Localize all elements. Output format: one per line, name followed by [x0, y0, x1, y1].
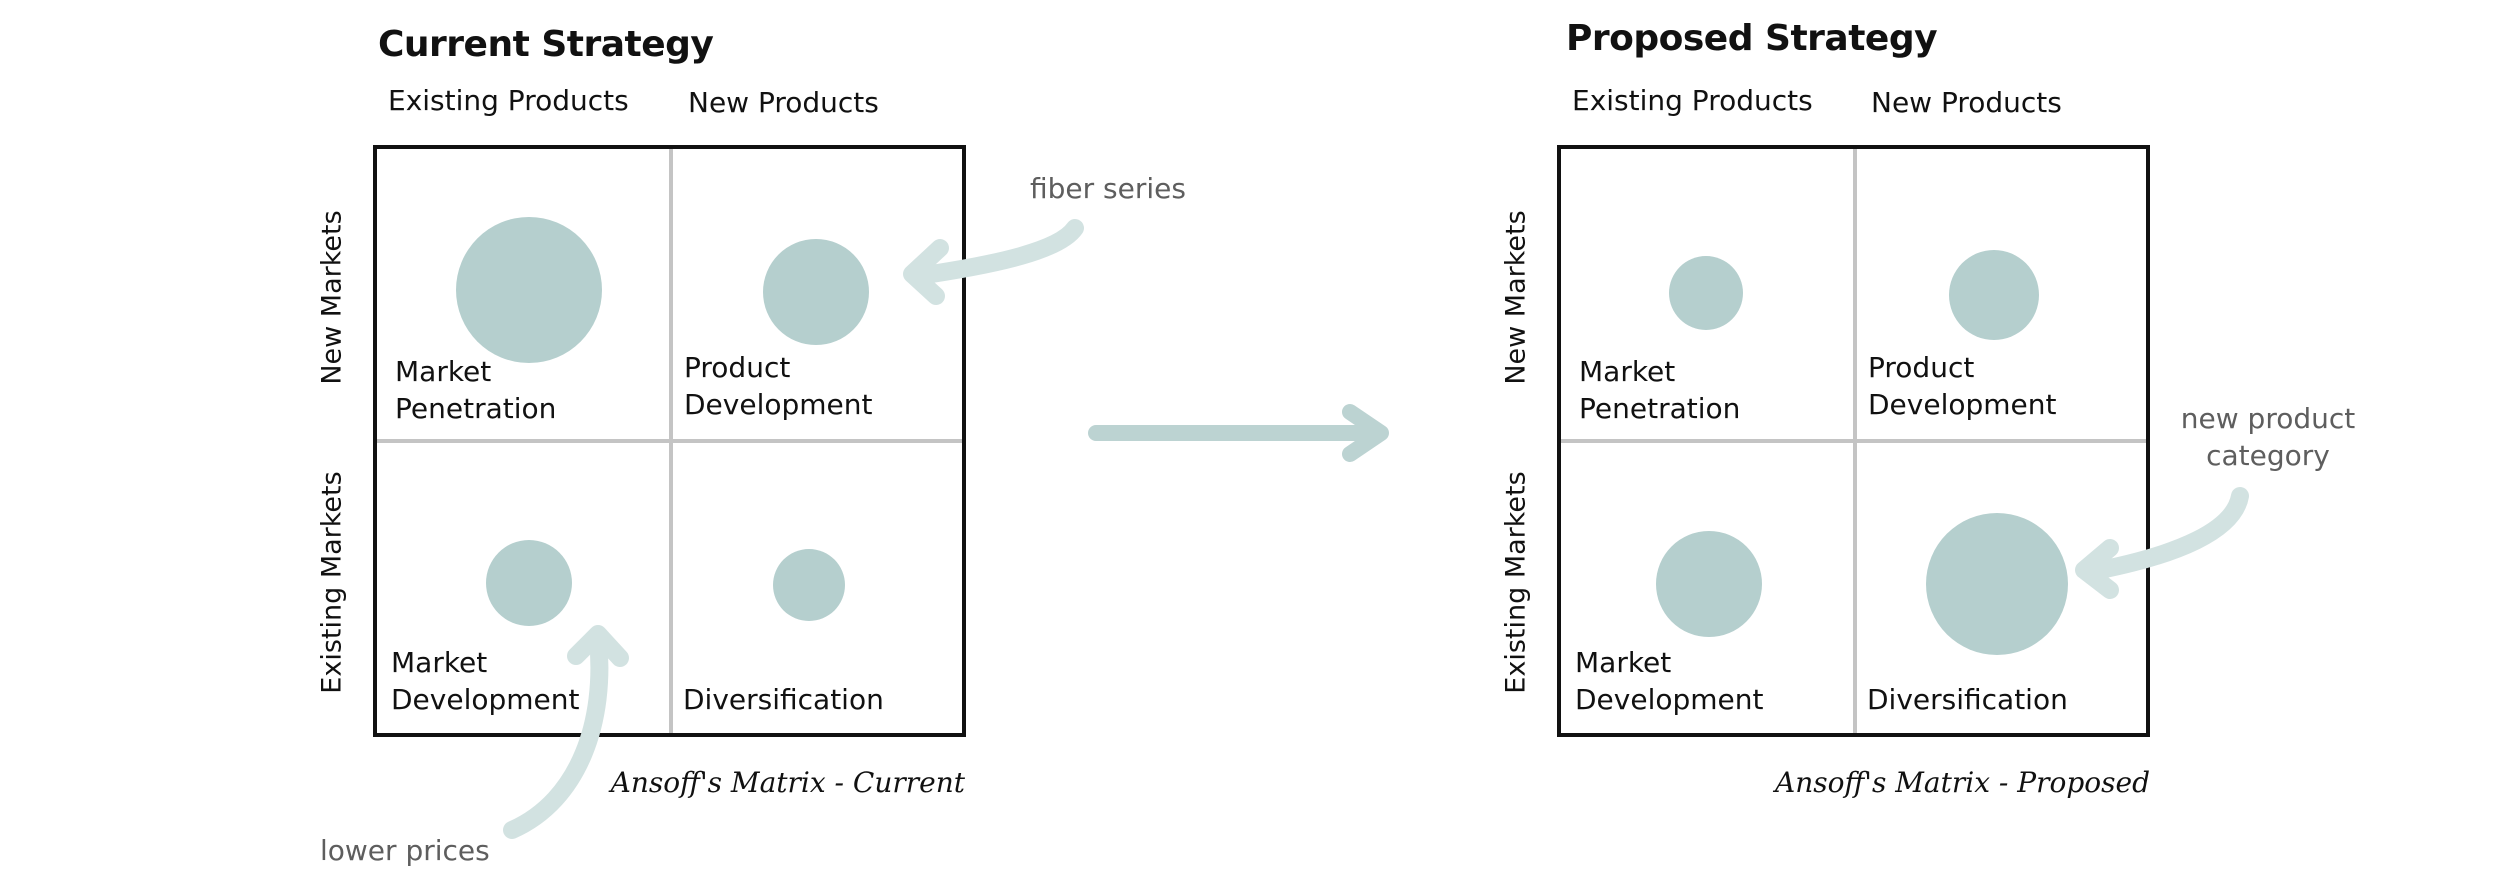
fiber-series-arrow-icon — [903, 219, 1084, 305]
current-diversification-label: Diversification — [683, 683, 884, 716]
current-col-existing-products: Existing Products — [388, 84, 629, 117]
fiber-series-annotation: fiber series — [1030, 172, 1186, 205]
current-product-development-bubble — [763, 239, 869, 345]
proposed-matrix-horizontal-divider — [1561, 439, 2146, 443]
new-category-arrow-icon — [2075, 487, 2249, 599]
proposed-strategy-title: Proposed Strategy — [1566, 18, 1938, 59]
current-matrix-horizontal-divider — [377, 439, 962, 443]
proposed-product-development-label: Product Development — [1868, 351, 2057, 421]
current-market-penetration-bubble — [456, 217, 602, 363]
current-market-development-bubble — [486, 540, 572, 626]
current-col-new-products: New Products — [688, 86, 879, 119]
lower-prices-arrow-icon — [503, 625, 629, 839]
proposed-market-development-label: Market Development — [1575, 646, 1764, 716]
proposed-market-penetration-label: Market Penetration — [1579, 355, 1741, 425]
proposed-col-new-products: New Products — [1871, 86, 2062, 119]
current-market-development-label: Market Development — [391, 646, 580, 716]
current-diversification-bubble — [773, 549, 845, 621]
proposed-matrix-caption: Ansoff's Matrix - Proposed — [1774, 766, 2150, 799]
current-market-penetration-label: Market Penetration — [395, 355, 557, 425]
proposed-product-development-bubble — [1949, 250, 2039, 340]
proposed-market-penetration-bubble — [1669, 256, 1743, 330]
proposed-diversification-bubble — [1926, 513, 2068, 655]
proposed-ansoff-matrix: Market Penetration Product Development M… — [1557, 145, 2150, 737]
current-matrix-caption: Ansoff's Matrix - Current — [610, 766, 965, 799]
current-product-development-label: Product Development — [684, 351, 873, 421]
proposed-diversification-label: Diversification — [1867, 683, 2068, 716]
new-product-category-annotation: new product category — [2180, 402, 2356, 472]
proposed-market-development-bubble — [1656, 531, 1762, 637]
proposed-col-existing-products: Existing Products — [1572, 84, 1813, 117]
right-arrow-icon — [1088, 404, 1389, 462]
current-strategy-title: Current Strategy — [378, 24, 714, 65]
lower-prices-annotation: lower prices — [320, 834, 490, 867]
current-ansoff-matrix: Market Penetration Product Development M… — [373, 145, 966, 737]
